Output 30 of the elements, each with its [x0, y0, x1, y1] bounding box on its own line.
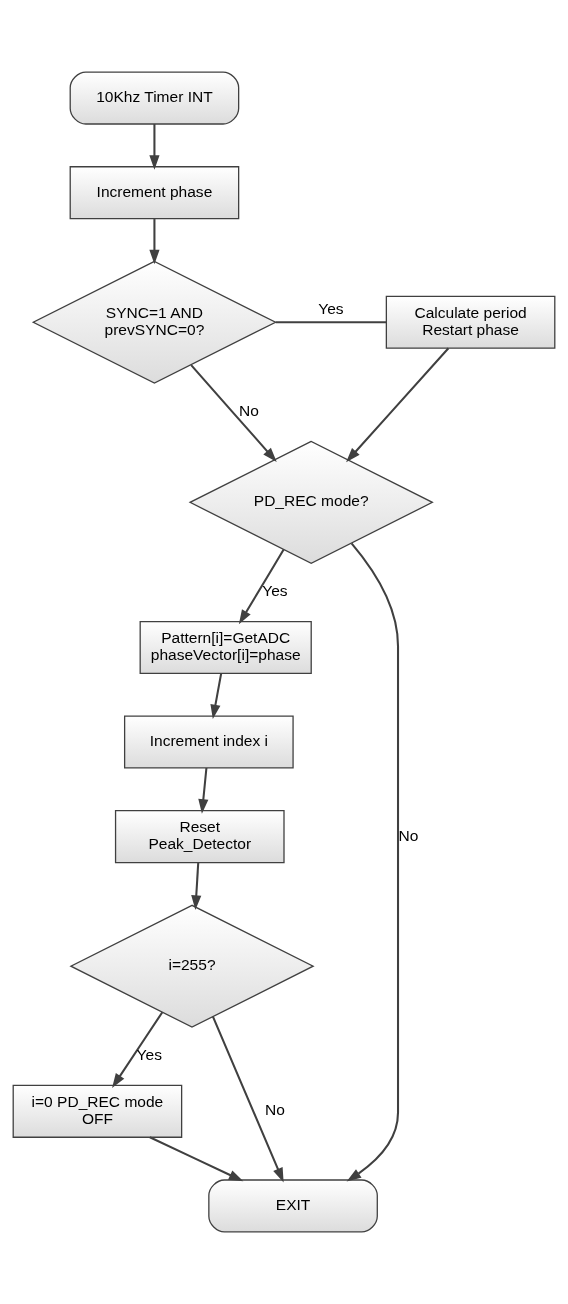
connector: [275, 321, 387, 324]
node-box: Calculate period Restart phase: [385, 295, 556, 349]
arrow: [190, 364, 277, 463]
node-diamond: SYNC=1 AND prevSYNC=0?: [31, 260, 278, 384]
arrow: [212, 1016, 284, 1183]
edge-label: No: [239, 402, 259, 420]
node-box: 10Khz Timer INT: [69, 71, 240, 125]
arrow: [149, 124, 160, 170]
arrow: [198, 767, 209, 814]
node-box: EXIT: [208, 1179, 378, 1233]
node-box: i=0 PD_REC mode OFF: [12, 1084, 183, 1138]
edge-label: Yes: [318, 299, 344, 317]
arrow: [346, 347, 450, 463]
edge-label: No: [398, 826, 419, 844]
node-box: Increment index i: [123, 715, 294, 769]
arrow: [238, 549, 285, 625]
arrow: [149, 1136, 244, 1182]
arrow: [346, 542, 400, 1182]
arrow: [191, 862, 202, 910]
edge-label: Yes: [136, 1046, 162, 1064]
node-diamond: i=255?: [69, 904, 315, 1028]
edge-label: Yes: [262, 582, 288, 600]
node-box: Reset Peak_Detector: [114, 810, 285, 864]
arrow: [149, 219, 160, 265]
edge-label: No: [265, 1101, 285, 1119]
node-box: Increment phase: [69, 166, 240, 220]
arrow: [210, 673, 223, 720]
node-box: Pattern[i]=GetADC phaseVector[i]=phase: [139, 620, 312, 675]
arrow: [112, 1011, 164, 1088]
node-diamond: PD_REC mode?: [188, 440, 434, 564]
